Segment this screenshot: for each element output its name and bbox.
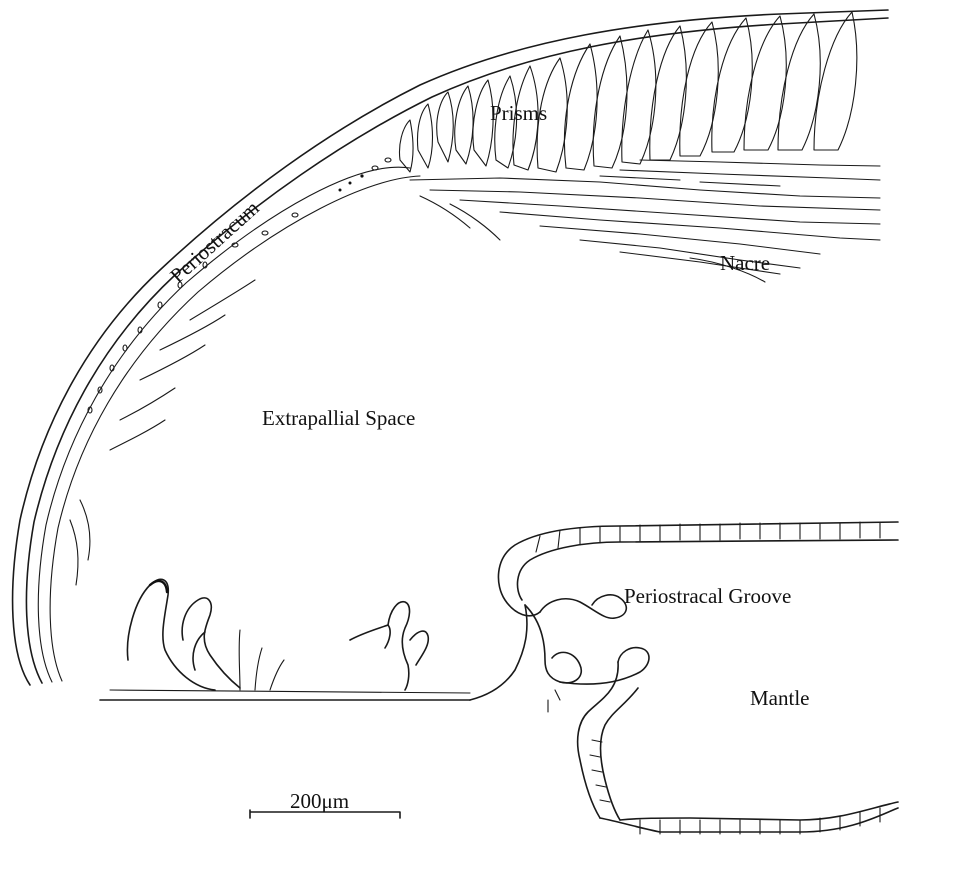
- mantle-epithelium: [470, 522, 898, 834]
- extrapallial-folds: [127, 579, 428, 690]
- label-periostracum: Periostracum: [165, 196, 263, 288]
- label-periostracal-groove: Periostracal Groove: [624, 584, 791, 608]
- label-mantle: Mantle: [750, 686, 809, 710]
- label-extrapallial-space: Extrapallial Space: [262, 406, 415, 430]
- scale-bar-label: 200μm: [290, 789, 349, 813]
- label-prisms: Prisms: [490, 101, 547, 125]
- label-nacre: Nacre: [720, 251, 770, 275]
- prism-layer: [399, 12, 856, 172]
- nacre-layer: [410, 160, 880, 282]
- inner-shell-lamellae: [70, 280, 255, 585]
- scale-bar: 200μm: [250, 789, 400, 818]
